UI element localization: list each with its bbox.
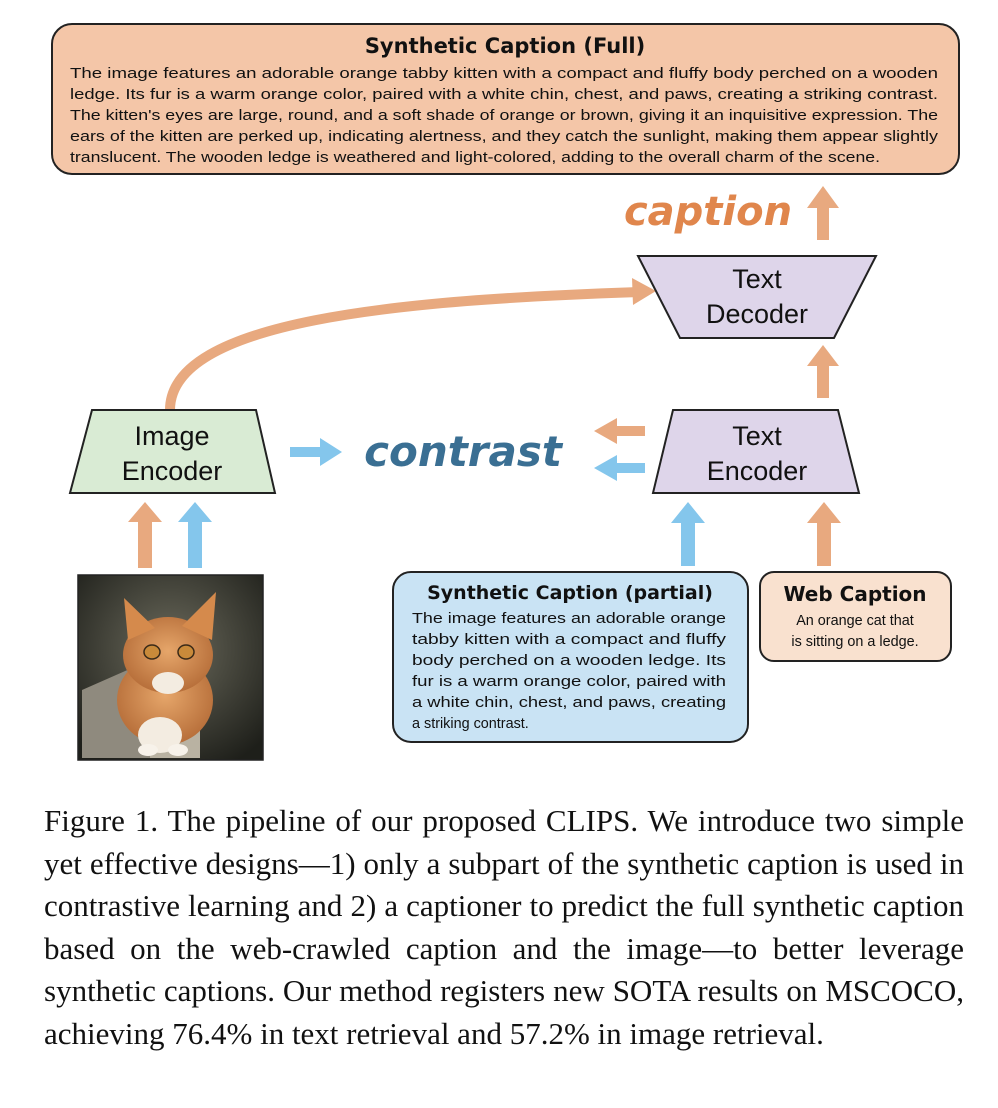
image-to-encoder-orange-arrow-icon [128, 502, 162, 568]
contrast-right-arrow-icon [290, 438, 342, 466]
kitten-chest [138, 717, 182, 753]
image-to-encoder-blue-arrow-icon [178, 502, 212, 568]
partial-caption-to-encoder-arrow-icon [671, 502, 705, 566]
pipeline-diagram: Synthetic Caption (Full) The image featu… [51, 23, 960, 761]
image-encoder: Image Encoder [68, 409, 277, 494]
partial-caption-line: body perched on a wooden ledge. Its [412, 653, 726, 669]
kitten-right-ear [182, 592, 216, 640]
image-encoder-label-line2: Encoder [122, 456, 223, 486]
partial-caption-line: The image features an adorable orange [412, 611, 726, 627]
kitten-right-paw [168, 744, 188, 756]
image-encoder-label-line1: Image [134, 421, 209, 451]
partial-caption-background [392, 571, 749, 743]
full-caption-title: Synthetic Caption (Full) [365, 34, 645, 58]
web-caption-box: Web Caption An orange cat that is sittin… [759, 571, 952, 662]
web-caption-line: An orange cat that [796, 613, 914, 629]
text-decoder-label-line1: Text [732, 264, 782, 294]
web-caption-line: is sitting on a ledge. [791, 634, 918, 650]
image-encoder-shape [68, 409, 277, 494]
contrast-word: contrast [364, 427, 564, 476]
full-caption-background [51, 23, 960, 175]
full-caption-line: translucent. The wooden ledge is weather… [70, 150, 880, 166]
full-caption-line: The kitten's eyes are large, round, and … [70, 108, 938, 124]
up-arrow-to-full-caption-icon [807, 186, 839, 240]
figure-caption: Figure 1. The pipeline of our proposed C… [44, 803, 964, 1051]
caption-word: caption [624, 189, 792, 235]
contrast-left-blue-arrow-icon [594, 455, 645, 481]
kitten-head [123, 617, 213, 693]
full-caption-line: ears of the kitten are perked up, indica… [70, 129, 939, 145]
partial-caption-line: tabby kitten with a compact and fluffy [412, 632, 727, 648]
kitten-chin [152, 672, 184, 694]
partial-caption-line: fur is a warm orange color, paired with [412, 674, 726, 690]
full-caption-line: ledge. Its fur is a warm orange color, p… [70, 87, 938, 103]
kitten-photo [77, 574, 264, 761]
text-encoder-label-line1: Text [732, 421, 782, 451]
text-decoder-shape [636, 255, 878, 339]
text-encoder: Text Encoder [651, 409, 861, 494]
contrast-left-orange-arrow-icon [594, 418, 645, 444]
web-caption-background [759, 571, 952, 662]
text-decoder: Text Decoder [636, 255, 878, 339]
text-decoder-label-line2: Decoder [706, 299, 808, 329]
partial-caption-line: a white chin, chest, and paws, creating [412, 695, 726, 711]
web-caption-title: Web Caption [783, 582, 926, 606]
full-caption-box: Synthetic Caption (Full) The image featu… [51, 23, 960, 175]
kitten-left-ear [124, 598, 155, 640]
web-caption-to-encoder-arrow-icon [807, 502, 841, 566]
partial-caption-box: Synthetic Caption (partial) The image fe… [392, 571, 749, 743]
kitten-left-eye [143, 644, 161, 660]
image-to-decoder-curve [165, 287, 641, 411]
partial-caption-line: a striking contrast. [412, 716, 529, 732]
partial-caption-title: Synthetic Caption (partial) [427, 582, 713, 604]
text-encoder-shape [651, 409, 861, 494]
full-caption-line: The image features an adorable orange ta… [70, 66, 938, 82]
encoder-to-decoder-arrow-icon [807, 345, 839, 398]
kitten-right-eye [177, 644, 195, 660]
kitten-left-paw [138, 744, 158, 756]
image-to-decoder-arrowhead-icon [632, 278, 656, 305]
text-encoder-label-line2: Encoder [707, 456, 808, 486]
